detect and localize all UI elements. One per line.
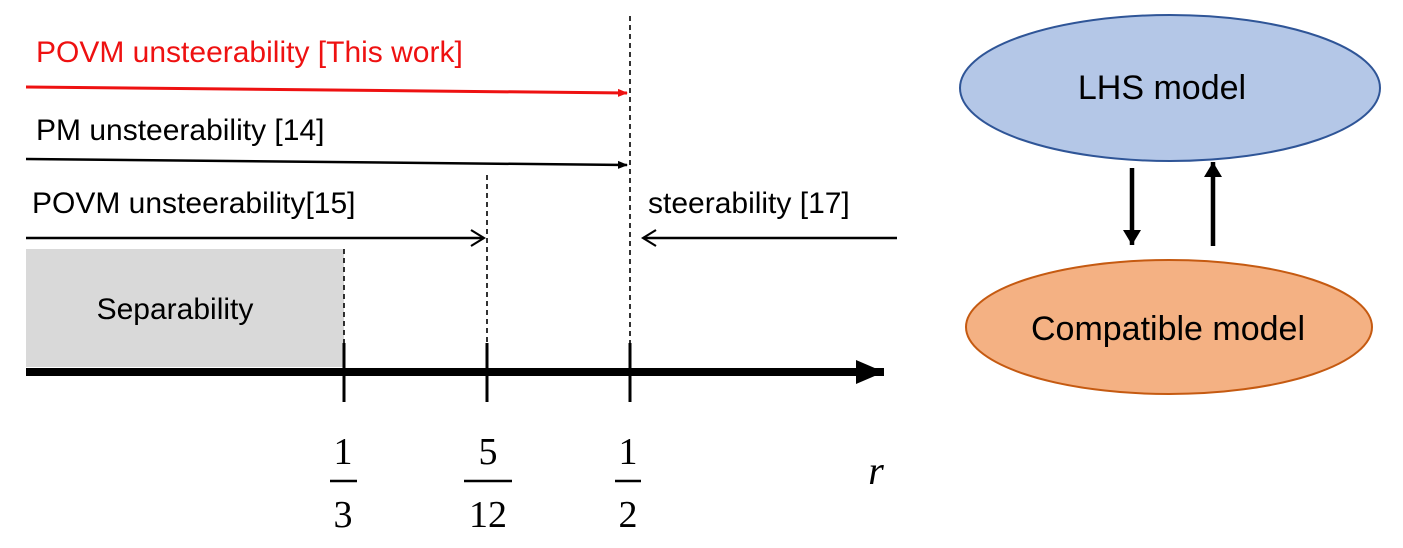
separability-region bbox=[26, 249, 344, 367]
povm-15-label: POVM unsteerability[15] bbox=[32, 187, 355, 220]
compatible-model-ellipse bbox=[965, 259, 1373, 395]
lhs-model-label: LHS model bbox=[1078, 69, 1246, 107]
pm-unsteerability-label: PM unsteerability [14] bbox=[36, 114, 324, 147]
tick-label-numerator: 1 bbox=[334, 431, 353, 473]
tick-label-denominator: 2 bbox=[619, 494, 638, 536]
tick-label-one-third: 1 3 bbox=[330, 431, 357, 536]
separability-label: Separability bbox=[97, 293, 254, 326]
tick-label-denominator: 3 bbox=[334, 494, 353, 536]
lhs-model-ellipse bbox=[959, 14, 1381, 162]
compatible-model-label: Compatible model bbox=[1031, 310, 1305, 348]
pm-unsteerability-arrow bbox=[25, 157, 628, 169]
tick-label-denominator: 12 bbox=[469, 494, 507, 536]
povm-this-work-arrow bbox=[25, 85, 628, 97]
steerability-label: steerability [17] bbox=[648, 187, 850, 220]
povm-this-work-label: POVM unsteerability [This work] bbox=[36, 36, 463, 69]
tick-label-five-twelfths: 5 12 bbox=[464, 431, 512, 536]
axis-variable-label: r bbox=[868, 448, 884, 493]
tick-label-numerator: 5 bbox=[479, 431, 498, 473]
tick-label-one-half: 1 2 bbox=[615, 431, 641, 536]
tick-label-numerator: 1 bbox=[619, 431, 638, 473]
